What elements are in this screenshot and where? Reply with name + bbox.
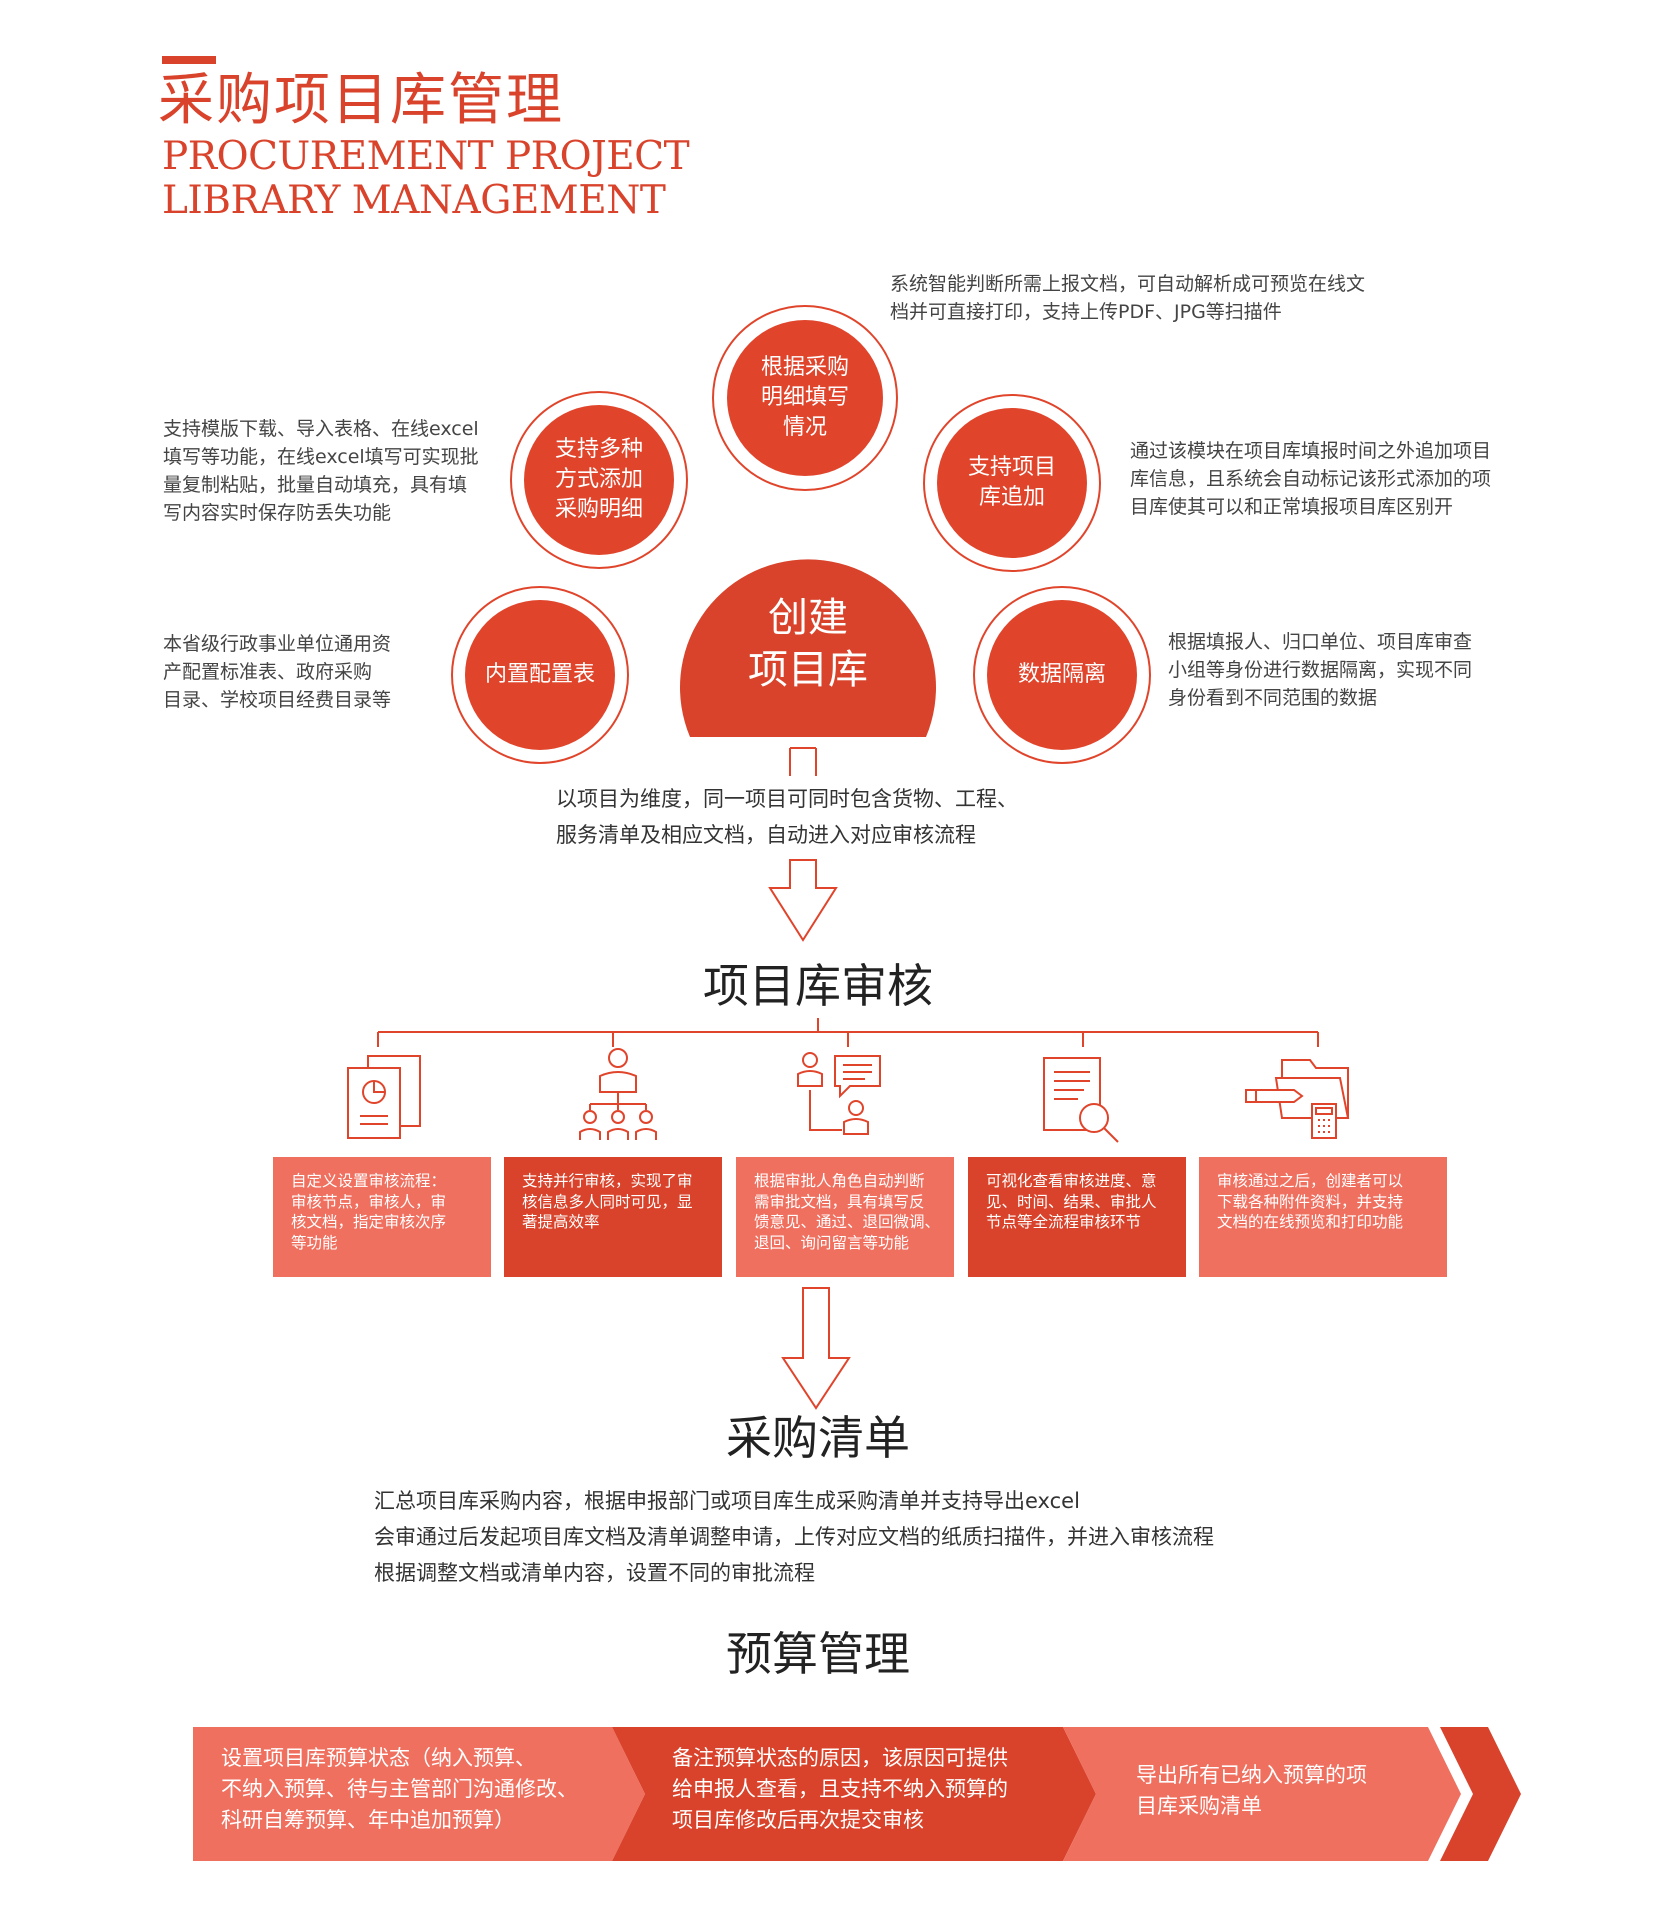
- hub-center-note-line-2: 服务清单及相应文档，自动进入对应审核流程: [556, 823, 976, 847]
- node-upper-left-ring: [510, 391, 688, 569]
- review-box-2-text: 支持并行审核，实现了审 核信息多人同时可见，显 著提高效率: [522, 1172, 693, 1231]
- node-top-desc-line-2: 档并可直接打印，支持上传PDF、JPG等扫描件: [890, 301, 1282, 323]
- review-box-4: 可视化查看审核进度、意 见、时间、结果、审批人 节点等全流程审核环节: [968, 1157, 1186, 1277]
- node-upper-right-desc-line-3: 目库使其可以和正常填报项目库区别开: [1130, 496, 1454, 518]
- node-upper-left-desc-line-2: 填写等功能，在线excel填写可实现批: [163, 446, 479, 468]
- node-lower-right-label: 数据隔离: [1017, 662, 1106, 687]
- node-lower-left-label: 内置配置表: [484, 662, 595, 687]
- node-lower-left-circle: [465, 600, 615, 750]
- budget-step-2-shape: [612, 1727, 1096, 1861]
- node-upper-left-label: 支持多种 方式添加 采购明细: [554, 437, 643, 522]
- node-lower-right-desc-line-3: 身份看到不同范围的数据: [1168, 687, 1378, 709]
- budget-section-title: 预算管理: [726, 1627, 910, 1681]
- node-lower-left-desc-line-1: 本省级行政事业单位通用资: [163, 633, 392, 655]
- page-title: 采购项目库管理: [158, 68, 564, 133]
- budget-step-2-text: 备注预算状态的原因，该原因可提供 给申报人查看，且支持不纳入预算的 项目库修改后…: [672, 1746, 1008, 1832]
- page-subtitle-line-2: LIBRARY MANAGEMENT: [162, 178, 666, 223]
- page-subtitle-line-1: PROCUREMENT PROJECT: [162, 134, 690, 179]
- node-lower-right-desc-line-2: 小组等身份进行数据隔离，实现不同: [1168, 659, 1473, 681]
- node-upper-left-desc-line-1: 支持模版下载、导入表格、在线excel: [163, 418, 479, 440]
- document-chart-icon: [347, 1055, 421, 1139]
- node-lower-right-desc-line-1: 根据填报人、归口单位、项目库审查: [1168, 631, 1473, 653]
- down-arrow-icon: [768, 859, 838, 942]
- node-lower-right-circle: [987, 600, 1137, 750]
- node-lower-left-desc-line-3: 目录、学校项目经费目录等: [163, 689, 392, 711]
- budget-step-3-text: 导出所有已纳入预算的项 目库采购清单: [1136, 1763, 1367, 1818]
- review-box-1-text: 自定义设置审核流程： 审核节点，审核人，审 核文档，指定审核次序 等功能: [291, 1172, 447, 1252]
- folder-calculator-icon: [1245, 1059, 1350, 1139]
- purchase-list-line-1: 汇总项目库采购内容，根据申报部门或项目库生成采购清单并支持导出excel: [374, 1489, 1080, 1513]
- review-box-3-text: 根据审批人角色自动判断 需审批文档，具有填写反 馈意见、通过、退回微调、 退回、…: [754, 1172, 941, 1252]
- hub-center-label-line-2: 项目库: [748, 647, 868, 693]
- org-hierarchy-icon: [579, 1048, 657, 1140]
- node-top-desc-line-1: 系统智能判断所需上报文档，可自动解析成可预览在线文: [890, 273, 1366, 295]
- node-upper-left-desc-line-3: 量复制粘贴，批量自动填充，具有填: [163, 474, 468, 496]
- node-lower-left-ring: [451, 586, 629, 764]
- node-top-circle: [727, 320, 883, 476]
- node-upper-right-desc-line-2: 库信息，且系统会自动标记该形式添加的项: [1130, 468, 1492, 490]
- node-top-ring: [712, 305, 898, 491]
- review-box-2: 支持并行审核，实现了审 核信息多人同时可见，显 著提高效率: [504, 1157, 722, 1277]
- node-upper-left-desc-line-4: 写内容实时保存防丢失功能: [163, 502, 392, 524]
- budget-step-1-text: 设置项目库预算状态（纳入预算、 不纳入预算、待与主管部门沟通修改、 科研自筹预算…: [221, 1746, 578, 1832]
- node-upper-right-ring: [923, 394, 1101, 572]
- review-box-5: 审核通过之后，创建者可以 下载各种附件资料，并支持 文档的在线预览和打印功能: [1199, 1157, 1447, 1277]
- budget-step-3-shape: [1063, 1727, 1461, 1861]
- purchase-list-section-title: 采购清单: [726, 1411, 910, 1465]
- node-upper-right-circle: [937, 408, 1087, 558]
- review-box-3: 根据审批人角色自动判断 需审批文档，具有填写反 馈意见、通过、退回微调、 退回、…: [736, 1157, 954, 1277]
- node-upper-left-circle: [524, 405, 674, 555]
- hub-center-label-line-1: 创建: [768, 595, 848, 641]
- hub-center-shape: [680, 559, 936, 737]
- node-upper-right-desc-line-1: 通过该模块在项目库填报时间之外追加项目: [1130, 440, 1492, 462]
- budget-end-arrow-icon: [1440, 1727, 1521, 1861]
- document-search-icon: [1043, 1057, 1119, 1143]
- node-lower-right-ring: [973, 586, 1151, 764]
- node-upper-right-label: 支持项目 库追加: [967, 455, 1056, 510]
- node-top-label: 根据采购 明细填写 情况: [760, 355, 849, 440]
- user-comment-icon: [797, 1052, 881, 1135]
- review-section-title: 项目库审核: [703, 959, 933, 1013]
- purchase-list-line-2: 会审通过后发起项目库文档及清单调整申请，上传对应文档的纸质扫描件，并进入审核流程: [374, 1525, 1214, 1549]
- purchase-list-line-3: 根据调整文档或清单内容，设置不同的审批流程: [374, 1561, 815, 1585]
- hub-center-label: 创建 项目库: [690, 592, 926, 696]
- review-box-5-text: 审核通过之后，创建者可以 下载各种附件资料，并支持 文档的在线预览和打印功能: [1217, 1172, 1404, 1231]
- hub-center-note-line-1: 以项目为维度，同一项目可同时包含货物、工程、: [556, 787, 1018, 811]
- down-arrow-icon: [781, 1287, 851, 1410]
- budget-step-1-shape: [193, 1727, 645, 1861]
- review-box-1: 自定义设置审核流程： 审核节点，审核人，审 核文档，指定审核次序 等功能: [273, 1157, 491, 1277]
- node-lower-left-desc-line-2: 产配置标准表、政府采购: [163, 661, 373, 683]
- connector-stub-icon: [789, 747, 817, 776]
- review-box-4-text: 可视化查看审核进度、意 见、时间、结果、审批人 节点等全流程审核环节: [986, 1172, 1157, 1231]
- title-accent-bar: [162, 56, 216, 64]
